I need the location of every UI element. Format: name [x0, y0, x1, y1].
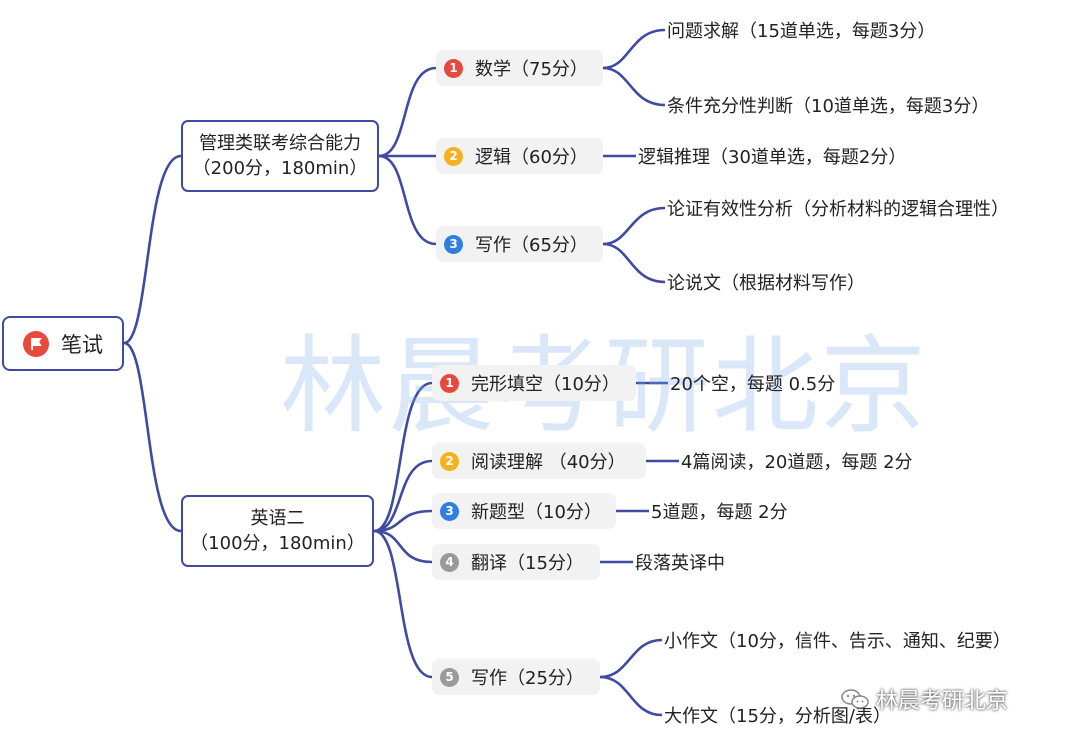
number-badge-icon: 2 — [440, 451, 459, 471]
root-node[interactable]: 笔试 — [2, 316, 124, 371]
node-reading[interactable]: 2 阅读理解 （40分） — [432, 443, 646, 479]
branch-subtitle: （200分，180min） — [192, 158, 368, 179]
node-writing-english[interactable]: 5 写作（25分） — [432, 659, 600, 695]
number-badge-icon: 5 — [440, 667, 459, 687]
root-label: 笔试 — [61, 332, 103, 357]
node-new-type[interactable]: 3 新题型（10分） — [432, 493, 616, 529]
leaf-translation-detail[interactable]: 段落英译中 — [635, 550, 725, 574]
node-label: 逻辑（60分） — [475, 147, 588, 168]
node-label: 阅读理解 （40分） — [471, 452, 626, 473]
leaf-sufficiency[interactable]: 条件充分性判断（10道单选，每题3分） — [667, 93, 990, 117]
brand-text: 林晨考研北京 — [876, 689, 1009, 714]
node-label: 翻译（15分） — [471, 553, 584, 574]
branch-title: 管理类联考综合能力 — [199, 133, 361, 154]
leaf-cloze-detail[interactable]: 20个空，每题 0.5分 — [670, 374, 836, 395]
leaf-new-type-detail[interactable]: 5道题，每题 2分 — [651, 499, 788, 523]
number-badge-icon: 2 — [444, 146, 463, 166]
brand-watermark: 林晨考研北京 — [840, 683, 1008, 715]
leaf-problem-solving[interactable]: 问题求解（15道单选，每题3分） — [667, 18, 936, 42]
branch-subtitle: （100分，180min） — [190, 533, 365, 554]
node-logic[interactable]: 2 逻辑（60分） — [436, 138, 603, 174]
leaf-argument-analysis[interactable]: 论证有效性分析（分析材料的逻辑合理性） — [667, 196, 1009, 220]
branch-english-two[interactable]: 英语二 （100分，180min） — [181, 495, 374, 567]
node-label: 新题型（10分） — [471, 502, 602, 523]
node-label: 写作（65分） — [475, 235, 588, 256]
node-writing[interactable]: 3 写作（65分） — [436, 226, 603, 262]
number-badge-icon: 1 — [444, 58, 463, 78]
leaf-logic-reasoning[interactable]: 逻辑推理（30道单选，每题2分） — [638, 144, 907, 168]
leaf-essay[interactable]: 论说文（根据材料写作） — [667, 270, 865, 294]
branch-management-exam[interactable]: 管理类联考综合能力 （200分，180min） — [181, 120, 379, 192]
number-badge-icon: 3 — [444, 234, 463, 254]
leaf-large-essay[interactable]: 大作文（15分，分析图/表） — [664, 706, 891, 727]
node-math[interactable]: 1 数学（75分） — [436, 50, 603, 86]
node-cloze[interactable]: 1 完形填空（10分） — [432, 365, 636, 401]
leaf-reading-detail[interactable]: 4篇阅读，20道题，每题 2分 — [681, 449, 913, 473]
node-label: 写作（25分） — [471, 668, 584, 689]
number-badge-icon: 3 — [440, 501, 459, 521]
flag-icon — [23, 330, 49, 357]
wechat-icon — [841, 689, 869, 709]
number-badge-icon: 1 — [440, 373, 459, 393]
node-label: 完形填空（10分） — [471, 374, 620, 395]
number-badge-icon: 4 — [440, 552, 459, 572]
branch-title: 英语二 — [250, 508, 305, 529]
node-translation[interactable]: 4 翻译（15分） — [432, 544, 600, 580]
node-label: 数学（75分） — [475, 59, 588, 80]
leaf-small-essay[interactable]: 小作文（10分，信件、告示、通知、纪要） — [664, 628, 1011, 652]
